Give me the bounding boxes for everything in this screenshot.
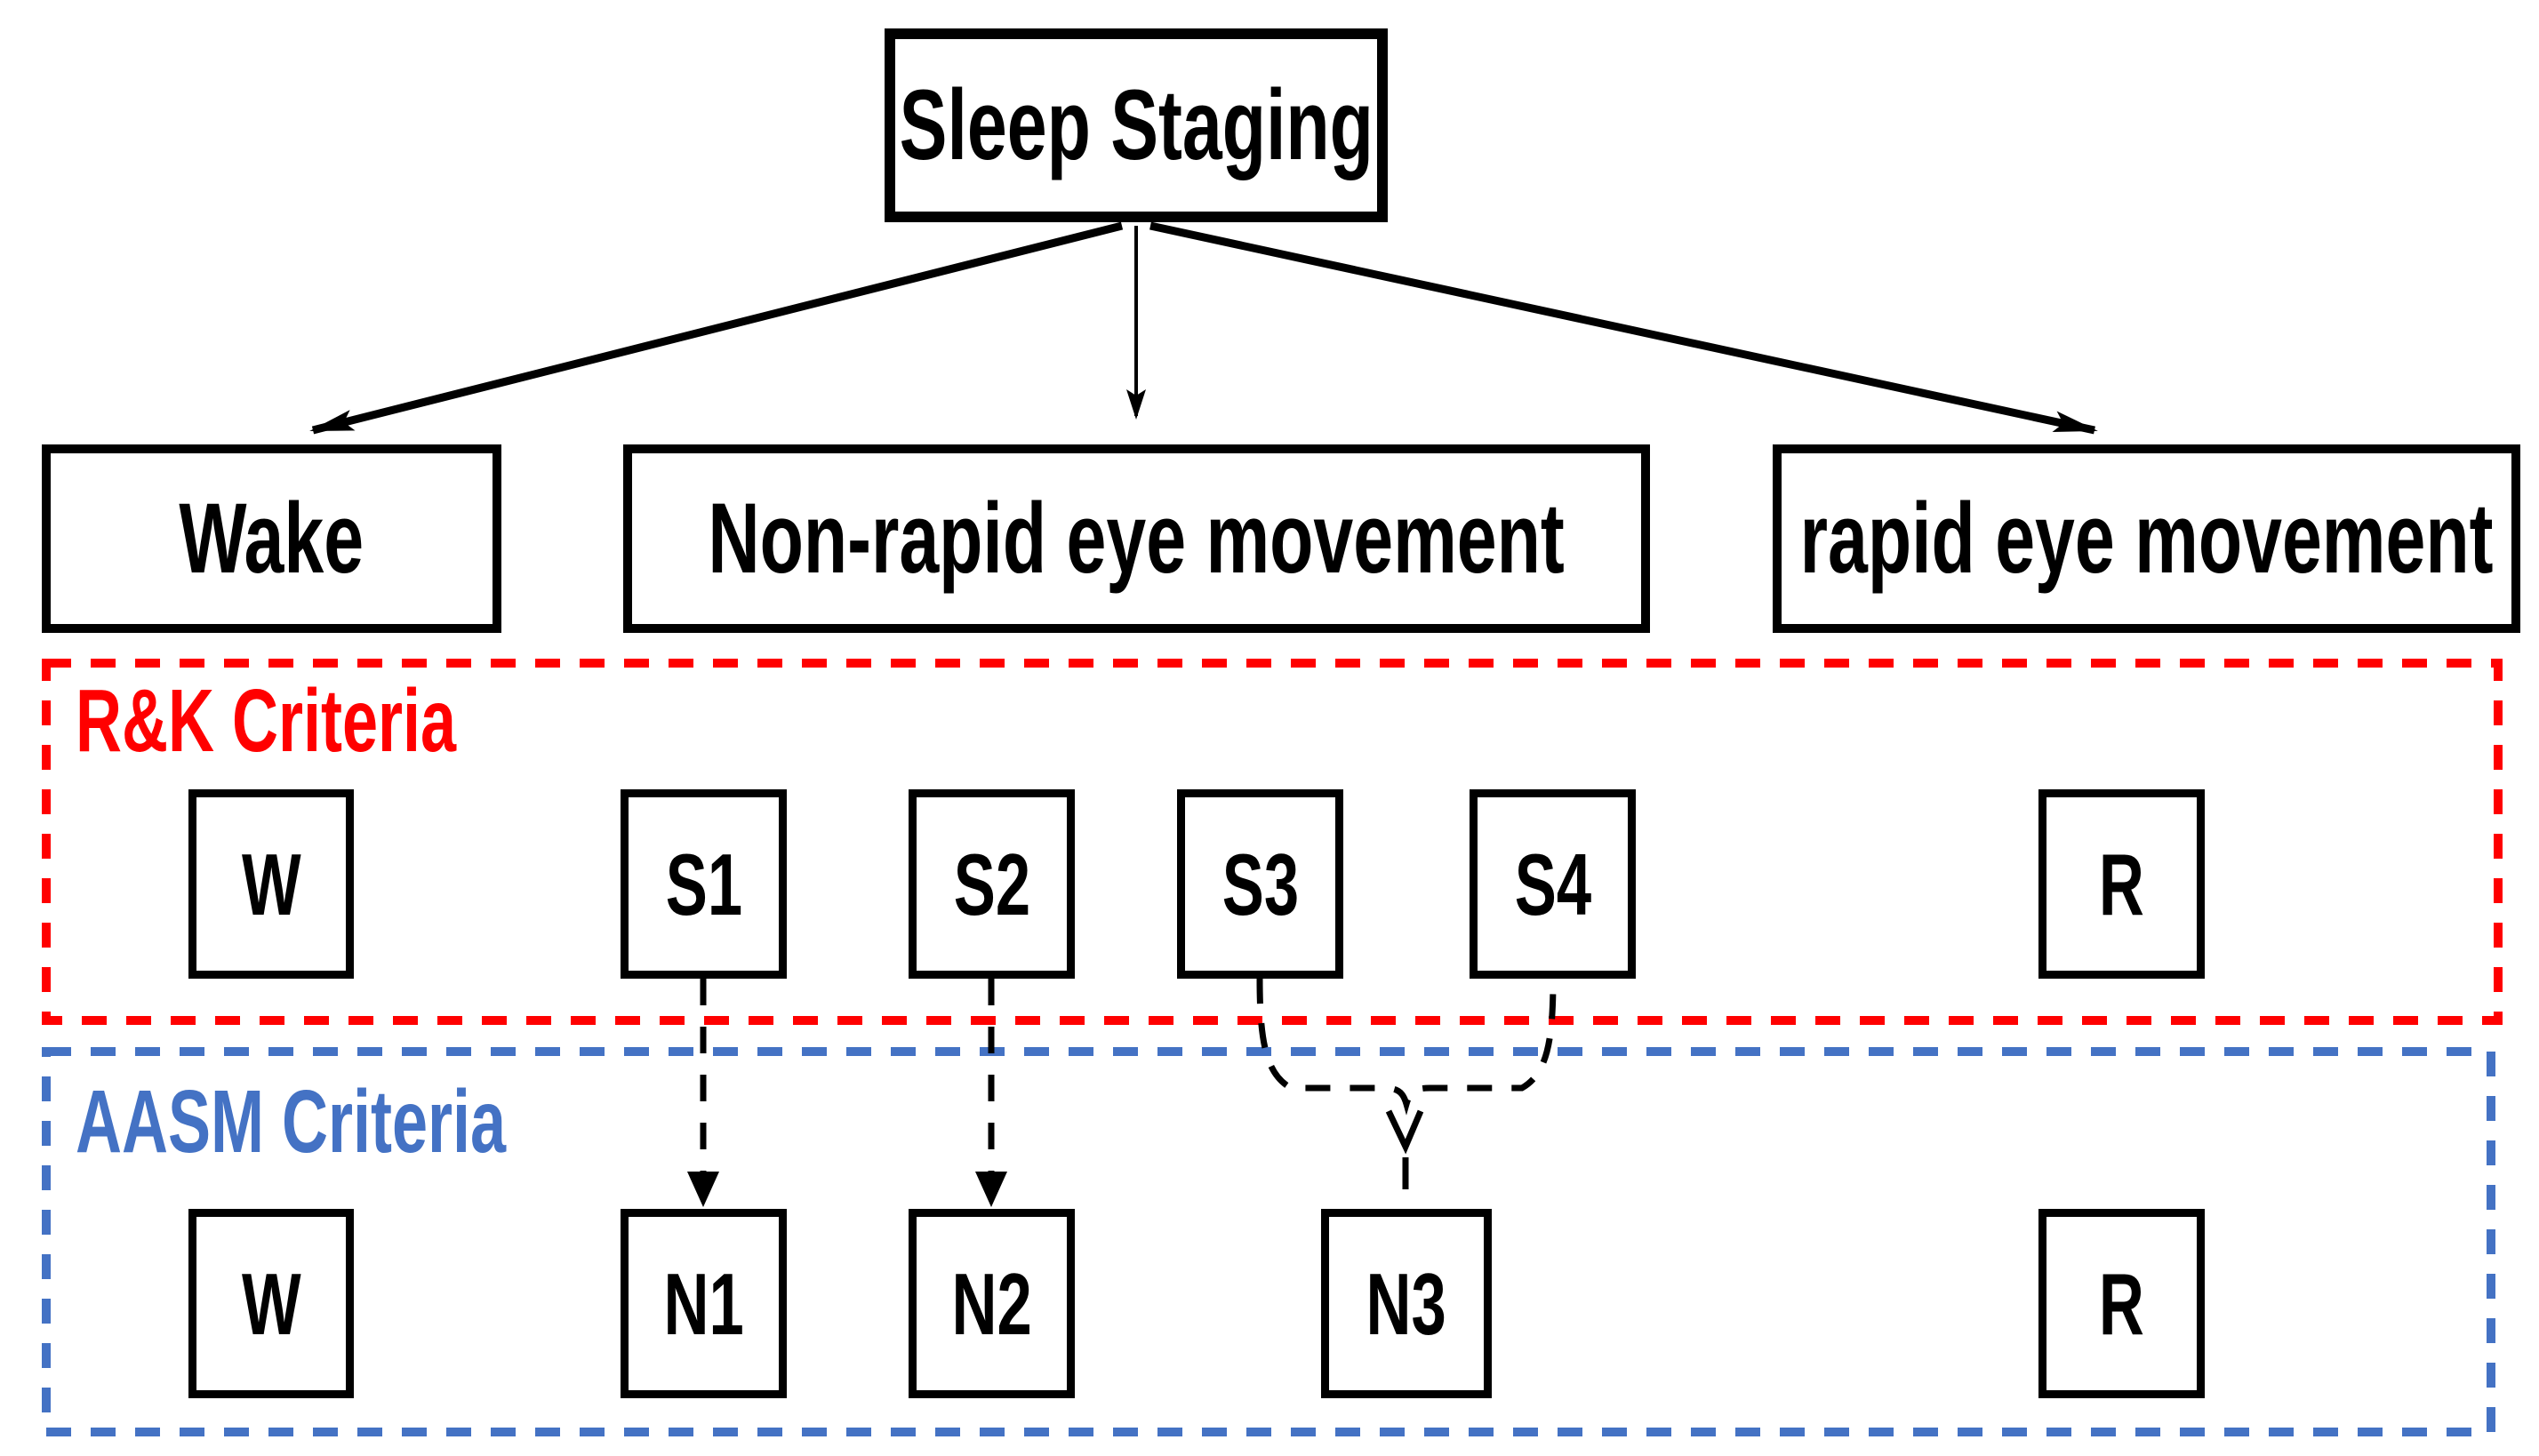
node-aasm-n2: N2 [909, 1209, 1075, 1398]
node-nrem: Non-rapid eye movement [623, 444, 1650, 633]
node-rk-s1: S1 [621, 789, 787, 979]
node-rk-s4: S4 [1470, 789, 1636, 979]
node-rk-w-label: W [241, 835, 301, 933]
node-sleep-staging: Sleep Staging [885, 28, 1388, 222]
node-nrem-label: Non-rapid eye movement [708, 483, 1566, 594]
node-aasm-w: W [188, 1209, 354, 1398]
node-rem-label: rapid eye movement [1799, 483, 2494, 594]
node-rk-s1-label: S1 [665, 835, 742, 933]
node-aasm-n1-label: N1 [663, 1254, 744, 1353]
node-aasm-n3-label: N3 [1366, 1254, 1447, 1353]
node-aasm-w-label: W [241, 1254, 301, 1353]
merge-brace-s3-s4 [1256, 978, 1557, 1116]
aasm-criteria-title: AASM Criteria [76, 1072, 507, 1172]
node-rk-s4-label: S4 [1514, 835, 1591, 933]
node-aasm-n3: N3 [1321, 1209, 1492, 1398]
node-rk-s2: S2 [909, 789, 1075, 979]
arrow-root-to-wake [309, 221, 1124, 435]
node-rem: rapid eye movement [1773, 444, 2520, 633]
mapping-arrowhead-n1 [687, 1172, 719, 1207]
node-rk-r: R [2038, 789, 2205, 979]
node-rk-w: W [188, 789, 354, 979]
node-aasm-r-label: R [2099, 1254, 2144, 1353]
arrow-root-to-rem [1149, 221, 2098, 435]
node-rk-s3: S3 [1177, 789, 1343, 979]
rk-criteria-border [42, 659, 2503, 1025]
node-rk-s2-label: S2 [953, 835, 1030, 933]
node-wake: Wake [42, 444, 501, 633]
rk-criteria-title: R&K Criteria [76, 671, 457, 771]
node-aasm-n2-label: N2 [951, 1254, 1032, 1353]
node-aasm-r: R [2038, 1209, 2205, 1398]
node-sleep-staging-label: Sleep Staging [899, 69, 1374, 180]
node-rk-r-label: R [2099, 835, 2144, 933]
mapping-arrowhead-n2 [975, 1172, 1007, 1207]
node-rk-s3-label: S3 [1221, 835, 1299, 933]
aasm-criteria-border [42, 1047, 2495, 1436]
mapping-arrowhead-n3 [1385, 1109, 1424, 1155]
node-wake-label: Wake [179, 483, 364, 594]
node-aasm-n1: N1 [621, 1209, 787, 1398]
